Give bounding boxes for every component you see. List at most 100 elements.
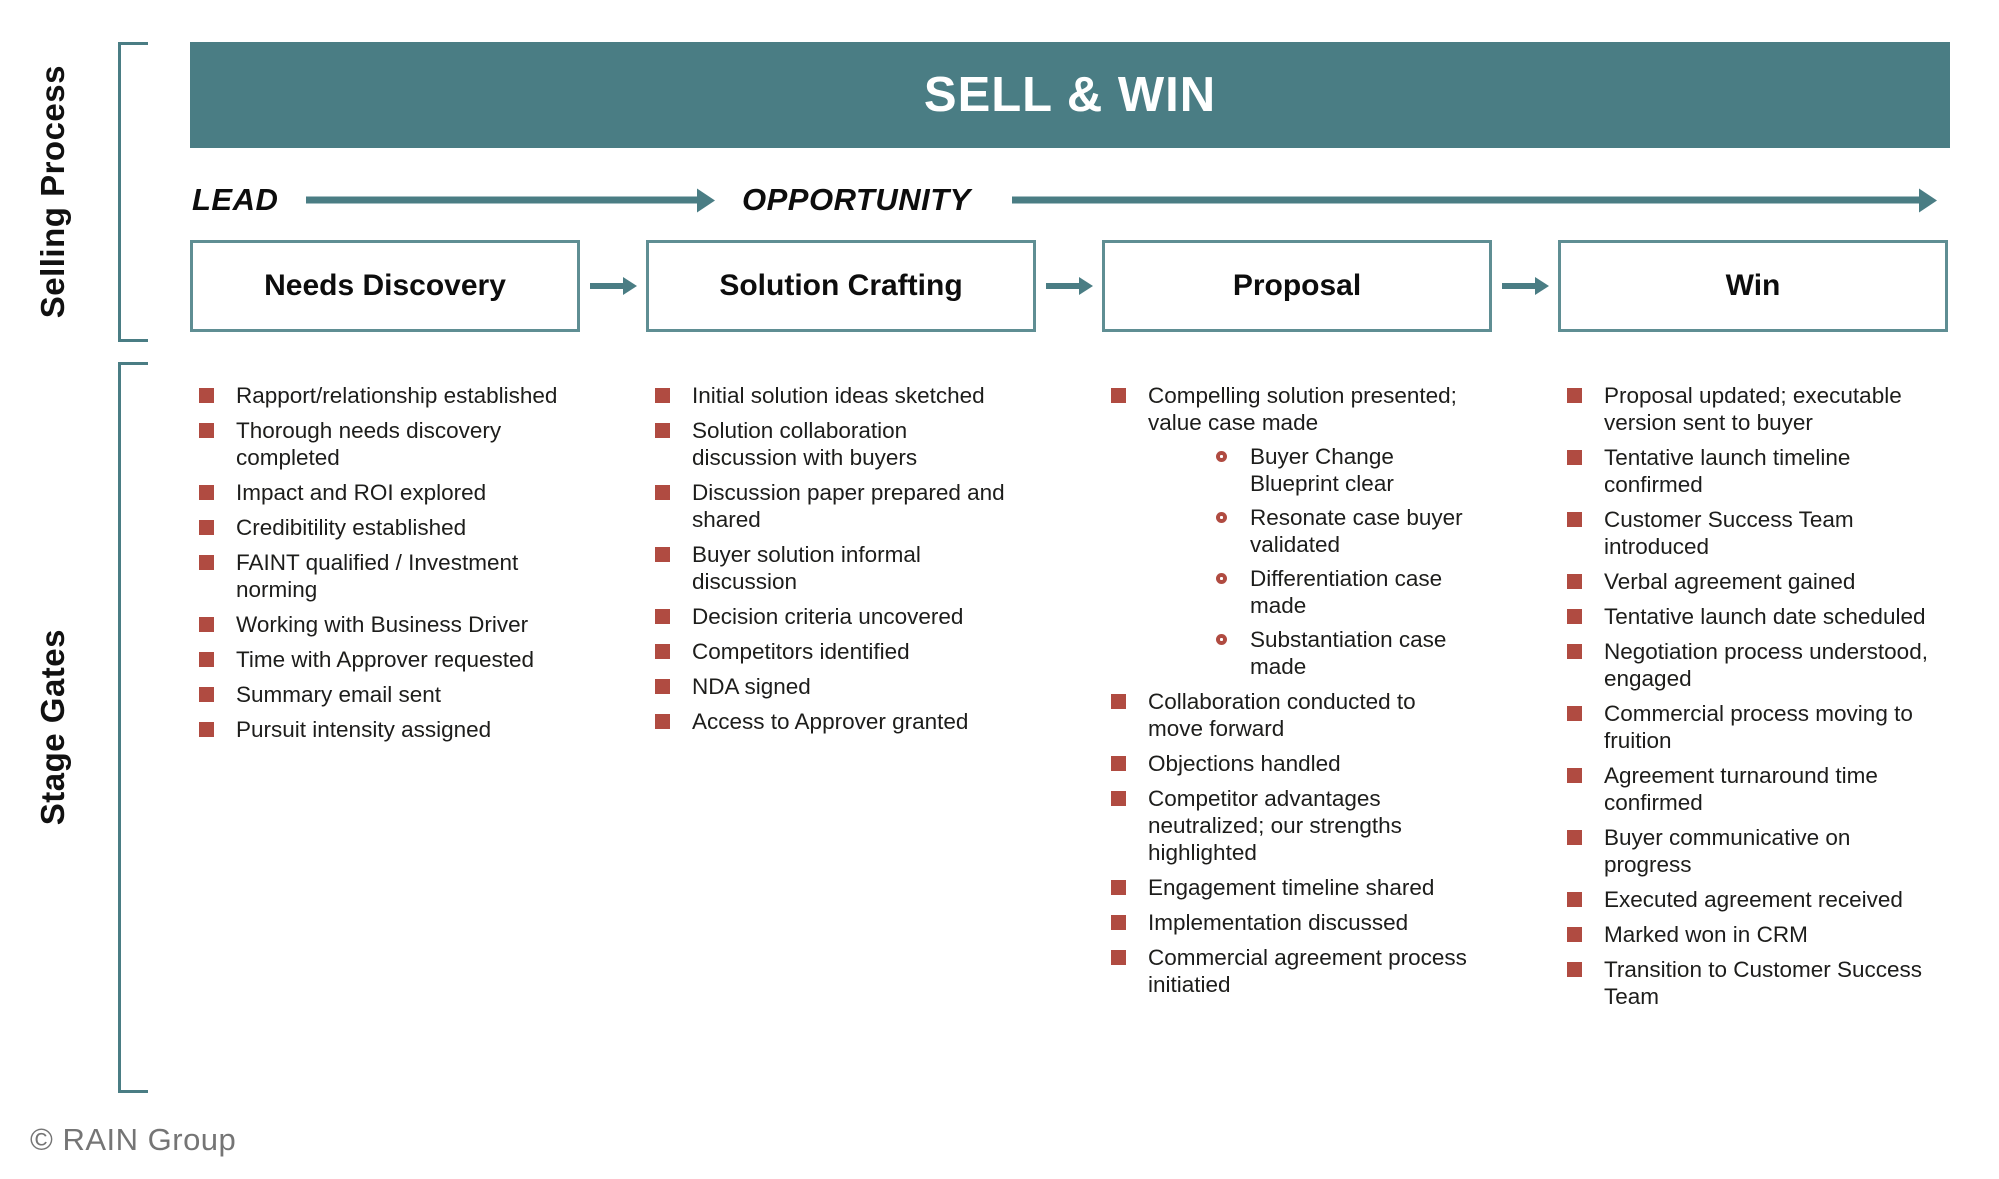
stage-gate-subtext: Differentiation case made [1250,566,1443,618]
stage-gate-text: Access to Approver granted [692,709,969,734]
stage-gate-item: Time with Approver requested [190,646,580,673]
square-bullet-icon [655,388,670,403]
stage-gate-item: Buyer communicative on progress [1558,824,1948,878]
stage-gate-item: Buyer solution informal discussion [646,541,1036,595]
stage-gate-subtext: Resonate case buyer validated [1250,505,1463,557]
square-bullet-icon [1567,768,1582,783]
square-bullet-icon [1111,694,1126,709]
stage-gate-text: Summary email sent [236,682,442,707]
stage-gate-text: Solution collaboration discussion with b… [692,418,918,470]
square-bullet-icon [655,714,670,729]
stage-gate-item: Negotiation process understood, engaged [1558,638,1948,692]
stage-title: Win [1725,269,1781,302]
square-bullet-icon [1111,880,1126,895]
stage-gate-item: Agreement turnaround time confirmed [1558,762,1948,816]
stage-gate-text: Competitor advantages neutralized; our s… [1148,786,1402,865]
square-bullet-icon [1567,512,1582,527]
square-bullet-icon [199,617,214,632]
square-bullet-icon [1567,388,1582,403]
stage-gate-item: Discussion paper prepared and shared [646,479,1036,533]
stage-gate-text: NDA signed [692,674,811,699]
stage-gate-item: Impact and ROI explored [190,479,580,506]
selling-process-bracket [118,42,148,342]
square-bullet-icon [199,520,214,535]
stage-gate-subitem: Differentiation case made [1204,565,1472,619]
gates-list-win: Proposal updated; executable version sen… [1558,382,1948,1018]
stage-gate-item: Decision criteria uncovered [646,603,1036,630]
stage-gate-item: Proposal updated; executable version sen… [1558,382,1948,436]
square-bullet-icon [199,388,214,403]
stages-row: Needs Discovery Solution Crafting Propos… [190,240,1950,332]
right-arrow-icon [590,283,624,289]
stage-gate-item: Tentative launch timeline confirmed [1558,444,1948,498]
circle-bullet-icon [1216,634,1227,645]
stage-box-needs-discovery: Needs Discovery [190,240,580,332]
stage-gate-text: Implementation discussed [1148,910,1409,935]
stage-gate-text: Working with Business Driver [236,612,529,637]
stage-gate-text: Credibitility established [236,515,467,540]
stage-box-solution-crafting: Solution Crafting [646,240,1036,332]
square-bullet-icon [199,687,214,702]
square-bullet-icon [199,423,214,438]
square-bullet-icon [199,555,214,570]
stage-box-win: Win [1558,240,1948,332]
stage-connector [1492,240,1558,332]
stage-gate-subitem: Resonate case buyer validated [1204,504,1472,558]
stage-gates-label: Stage Gates [34,629,71,826]
circle-bullet-icon [1216,573,1227,584]
square-bullet-icon [655,485,670,500]
stage-gate-text: Objections handled [1148,751,1341,776]
stage-gate-text: Negotiation process understood, engaged [1604,639,1928,691]
stage-gate-text: Commercial process moving to fruition [1604,701,1913,753]
stage-gates-bracket [118,362,148,1093]
square-bullet-icon [199,485,214,500]
circle-bullet-icon [1216,451,1227,462]
right-arrow-icon [1046,283,1080,289]
stage-gate-item: Thorough needs discovery completed [190,417,580,471]
stage-gate-text: Rapport/relationship established [236,383,558,408]
circle-bullet-icon [1216,512,1227,523]
square-bullet-icon [1567,574,1582,589]
stage-gate-item: Access to Approver granted [646,708,1036,735]
stage-box-proposal: Proposal [1102,240,1492,332]
opportunity-label: OPPORTUNITY [742,182,971,217]
copyright: © RAIN Group [30,1122,237,1157]
square-bullet-icon [1111,915,1126,930]
stage-gate-text: Discussion paper prepared and shared [692,480,1005,532]
gates-list-proposal: Compelling solution presented; value cas… [1102,382,1492,1018]
stage-gate-text: Customer Success Team introduced [1604,507,1854,559]
stage-gate-item: Executed agreement received [1558,886,1948,913]
stage-gate-text: Tentative launch date scheduled [1604,604,1926,629]
stage-gate-item: Tentative launch date scheduled [1558,603,1948,630]
selling-process-label: Selling Process [34,65,71,319]
square-bullet-icon [1567,609,1582,624]
square-bullet-icon [1567,892,1582,907]
stage-gate-item: Commercial agreement process initiatied [1102,944,1492,998]
square-bullet-icon [1567,644,1582,659]
stage-gate-text: Competitors identified [692,639,910,664]
stage-gate-text: Transition to Customer Success Team [1604,957,1923,1009]
square-bullet-icon [199,722,214,737]
square-bullet-icon [1111,950,1126,965]
stage-gate-item: Engagement timeline shared [1102,874,1492,901]
stage-gate-item: Marked won in CRM [1558,921,1948,948]
stage-gate-item: Pursuit intensity assigned [190,716,580,743]
stage-gate-text: Agreement turnaround time confirmed [1604,763,1878,815]
square-bullet-icon [655,547,670,562]
stage-gate-text: Thorough needs discovery completed [236,418,502,470]
stage-gate-text: Initial solution ideas sketched [692,383,985,408]
square-bullet-icon [1111,388,1126,403]
stage-gate-text: Marked won in CRM [1604,922,1808,947]
stage-gate-item: Collaboration conducted to move forward [1102,688,1492,742]
stage-title: Proposal [1232,269,1362,302]
right-arrow-icon [1502,283,1536,289]
stage-gate-text: Engagement timeline shared [1148,875,1435,900]
stage-gate-text: Collaboration conducted to move forward [1148,689,1416,741]
square-bullet-icon [1567,962,1582,977]
square-bullet-icon [1567,450,1582,465]
stage-gate-item: Competitors identified [646,638,1036,665]
stage-gate-item: Competitor advantages neutralized; our s… [1102,785,1492,866]
stage-gate-text: Compelling solution presented; value cas… [1148,383,1457,435]
stage-gate-text: Pursuit intensity assigned [236,717,492,742]
